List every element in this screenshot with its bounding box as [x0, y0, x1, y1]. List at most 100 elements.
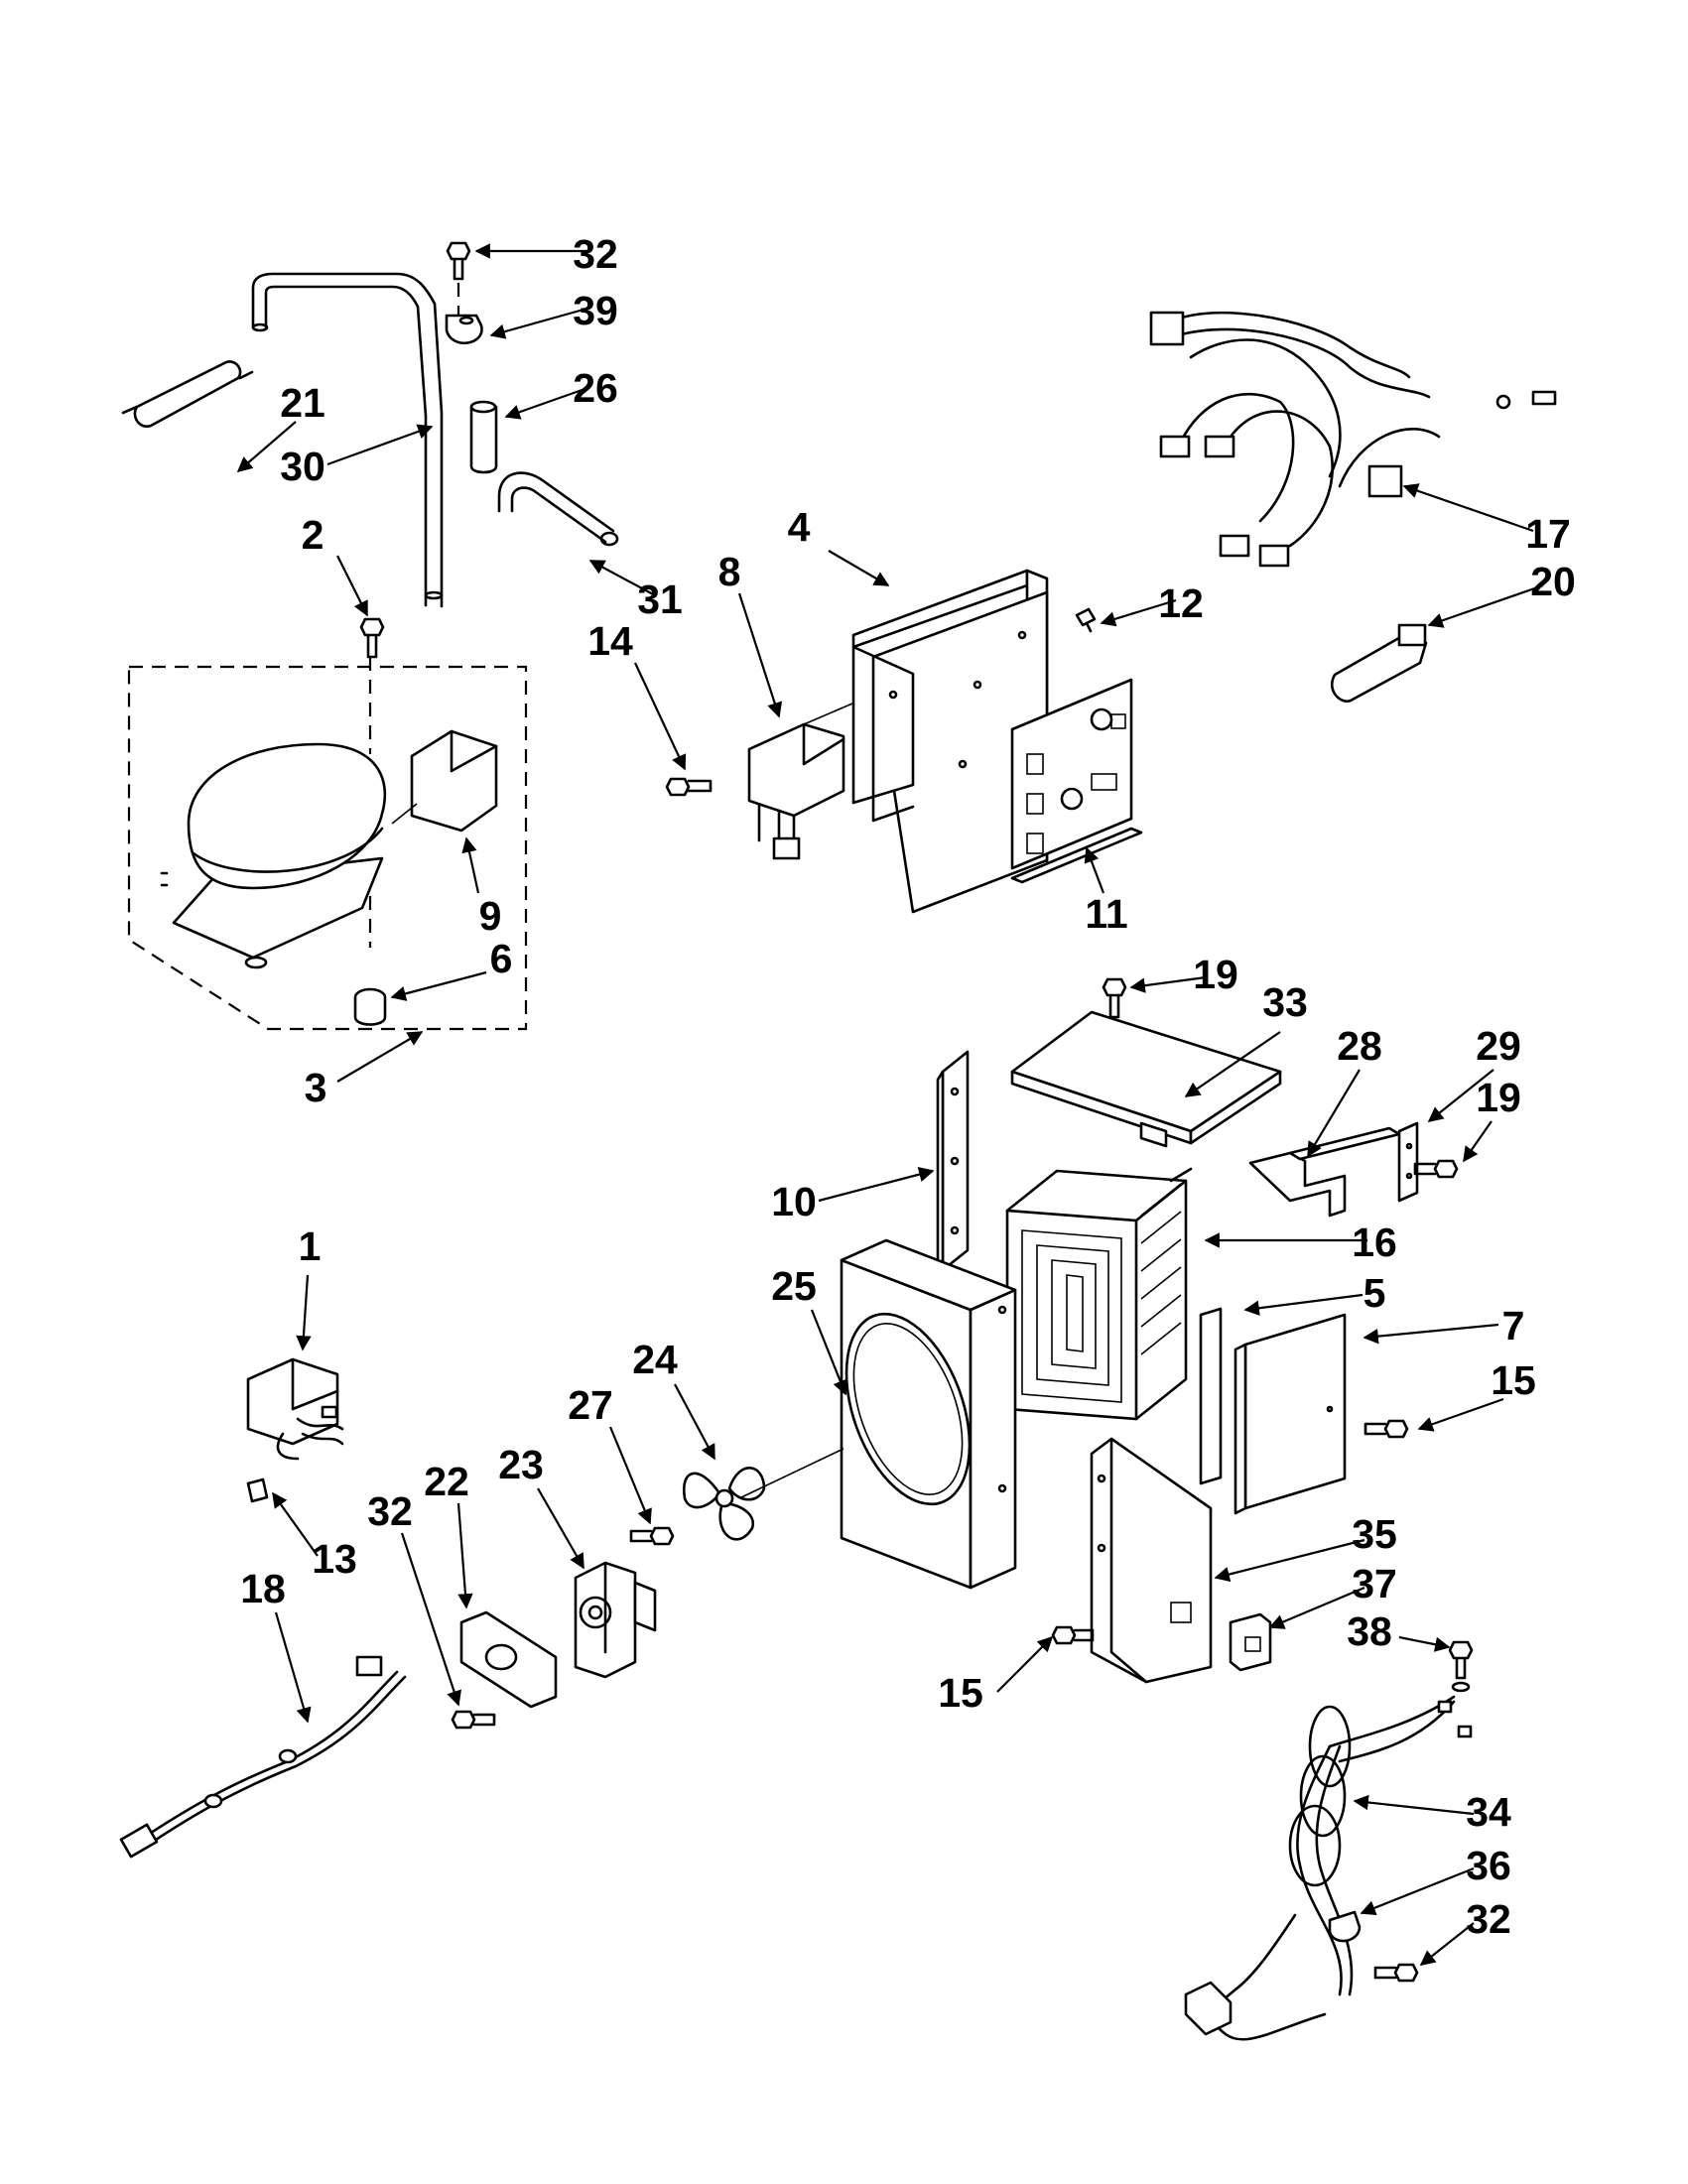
callout-number: 7 [1502, 1303, 1525, 1349]
leader-line [537, 1487, 584, 1570]
leader-line [1268, 1586, 1365, 1629]
callout-31: 31 [588, 560, 683, 622]
leader-line [1427, 583, 1544, 628]
screw-part-14 [665, 777, 713, 797]
callout-number: 21 [280, 380, 325, 426]
block-part-37 [1229, 1612, 1272, 1672]
callout-8: 8 [718, 549, 783, 718]
leader-line [504, 385, 591, 420]
callout-21: 21 [236, 380, 325, 473]
callout-32: 32 [474, 231, 618, 277]
leader-line [326, 424, 434, 466]
callout-number: 8 [718, 549, 741, 594]
fan-motor-part-23 [574, 1561, 657, 1679]
leader-line [1402, 483, 1534, 533]
screw-part-2 [359, 617, 385, 659]
callout-number: 38 [1347, 1608, 1392, 1654]
leader-line [236, 421, 297, 473]
callout-number: 27 [568, 1382, 613, 1428]
strip-part-29 [1397, 1121, 1419, 1203]
callout-30: 30 [280, 424, 434, 489]
bracket-part-28 [1248, 1126, 1401, 1218]
callout-number: 22 [424, 1459, 469, 1504]
screw-part-15-right [1363, 1419, 1409, 1439]
callout-32: 32 [367, 1488, 461, 1707]
callout-number: 20 [1530, 559, 1576, 604]
callout-number: 31 [637, 577, 683, 622]
transformer-part-8 [747, 694, 874, 860]
callout-1: 1 [296, 1223, 322, 1351]
leader-line [1398, 1635, 1451, 1652]
callout-6: 6 [390, 936, 512, 1001]
callout-number: 11 [1085, 891, 1127, 937]
leader-line [1427, 1069, 1494, 1122]
callout-15: 15 [1417, 1357, 1536, 1432]
leader-line [1100, 598, 1177, 627]
panel-part-7 [1234, 1313, 1347, 1515]
screw-part-15-lower [1051, 1625, 1095, 1645]
leader-line [461, 836, 480, 894]
callout-number: 36 [1466, 1843, 1511, 1888]
bracket-part-35 [1090, 1437, 1213, 1684]
callout-number: 14 [587, 618, 633, 664]
callout-number: 26 [573, 365, 618, 411]
callout-number: 37 [1352, 1561, 1397, 1606]
callout-32: 32 [1419, 1896, 1511, 1966]
callout-33: 33 [1184, 979, 1308, 1097]
callout-number: 32 [573, 231, 618, 277]
leader-line [634, 662, 687, 771]
leader-line [456, 1502, 473, 1609]
callout-number: 12 [1158, 580, 1204, 626]
callout-28: 28 [1307, 1023, 1382, 1158]
leader-line [674, 1383, 715, 1461]
leader-line [828, 550, 890, 586]
leader-line [588, 560, 656, 596]
leader-line [1360, 1866, 1475, 1916]
compressor-assembly-part-3 [127, 657, 528, 1031]
leader-line [1214, 1538, 1365, 1583]
process-tube-part-31 [497, 471, 619, 547]
callout-39: 39 [489, 288, 618, 339]
callout-17: 17 [1402, 483, 1571, 557]
callout-34: 34 [1353, 1789, 1511, 1835]
fan-shroud-part-25 [840, 1238, 1017, 1590]
sleeve-part-26 [469, 400, 498, 474]
leader-line [1463, 1120, 1493, 1163]
callout-number: 4 [788, 504, 811, 550]
leader-line [1129, 975, 1207, 993]
callout-number: 1 [299, 1223, 322, 1269]
clamp-part-36 [1328, 1910, 1362, 1943]
callout-number: 35 [1352, 1511, 1397, 1557]
callout-number: 25 [771, 1263, 817, 1309]
bracket-strip-part-10 [936, 1050, 970, 1280]
callout-36: 36 [1360, 1843, 1511, 1916]
tie-strap-part-20 [1331, 623, 1428, 703]
callout-number: 24 [632, 1337, 678, 1382]
leader-line [1363, 1323, 1499, 1345]
shroud-part-33 [1010, 1010, 1282, 1148]
leader-line [1417, 1397, 1504, 1432]
clamp-part-39 [445, 314, 483, 345]
leader-line [1184, 1031, 1281, 1097]
callout-19: 19 [1129, 952, 1238, 997]
screw-part-27 [629, 1526, 675, 1546]
callout-number: 16 [1352, 1220, 1397, 1265]
callout-number: 39 [573, 288, 618, 333]
bracket-plate-part-4 [851, 569, 1049, 914]
leader-line [1084, 846, 1105, 894]
callout-number: 34 [1466, 1789, 1511, 1835]
callout-number: 23 [498, 1442, 544, 1487]
leader-line [400, 1532, 461, 1707]
callout-14: 14 [587, 618, 687, 771]
screw-part-32 [446, 241, 471, 318]
callout-23: 23 [498, 1442, 584, 1570]
leader-line [274, 1611, 312, 1724]
condenser-coil-part-16 [1005, 1167, 1193, 1421]
callout-number: 19 [1476, 1075, 1521, 1120]
callout-number: 15 [1491, 1357, 1536, 1403]
strip-part-5 [1199, 1307, 1223, 1485]
clip-part-13 [246, 1477, 269, 1503]
callout-13: 13 [272, 1491, 357, 1582]
control-board-part-11 [1010, 678, 1143, 884]
